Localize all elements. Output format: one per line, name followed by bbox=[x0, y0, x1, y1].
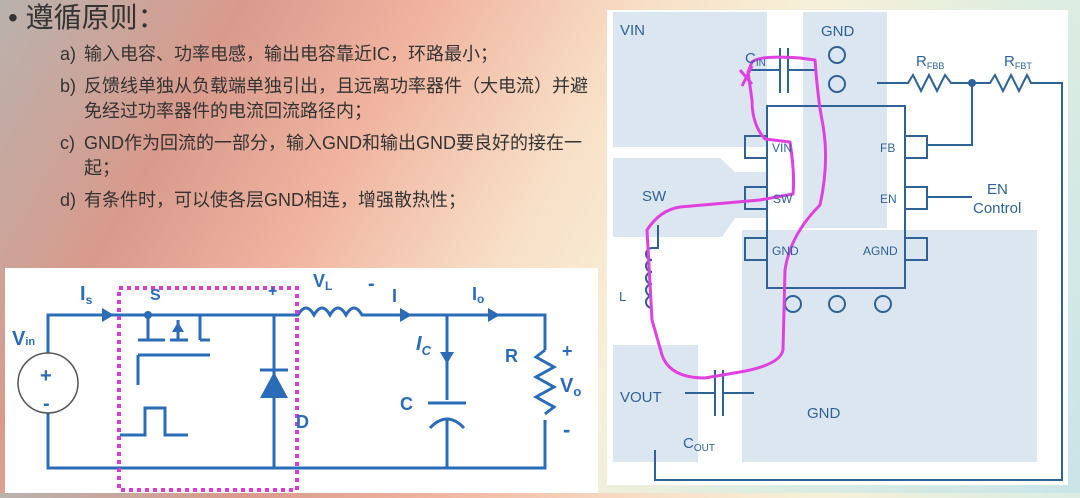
inductor bbox=[274, 306, 547, 350]
list-item: b) 反馈线单独从负载端单独引出，且远离功率器件（大电流）并避免经过功率器件的电流… bbox=[60, 74, 600, 124]
pin-label-agnd: AGND bbox=[863, 244, 898, 258]
label-minus-o: - bbox=[563, 417, 570, 442]
layout-panel: VIN GND CIN RFBB RFBT VIN SW GND FB EN A… bbox=[607, 10, 1068, 485]
label-vin: Vin bbox=[12, 328, 35, 350]
item-key: b) bbox=[60, 76, 77, 96]
cin-capacitor bbox=[748, 48, 815, 93]
pin-fb bbox=[904, 135, 928, 159]
capacitor bbox=[428, 315, 466, 468]
sw-pad bbox=[613, 158, 767, 237]
mosfet bbox=[136, 313, 274, 385]
label-cin: CIN bbox=[745, 50, 766, 69]
item-key: c) bbox=[60, 133, 75, 153]
label-c: C bbox=[400, 394, 413, 414]
list-item: a) 输入电容、功率电感，输出电容靠近IC，环路最小； bbox=[60, 42, 600, 67]
pin-label-fb: FB bbox=[880, 141, 895, 155]
switch-highlight-box bbox=[117, 286, 299, 492]
label-l: L bbox=[619, 289, 626, 304]
list-item: d) 有条件时，可以使各层GND相连，增强散热性； bbox=[60, 188, 600, 213]
label-i: I bbox=[392, 286, 397, 306]
pin-label-sw: SW bbox=[773, 192, 793, 206]
label-d: D bbox=[296, 412, 309, 432]
arrow-i bbox=[400, 308, 412, 322]
gnd-bottom-pad bbox=[742, 230, 1037, 462]
label-vl: VL bbox=[313, 271, 332, 293]
vin-source bbox=[17, 352, 79, 414]
label-rfbt: RFBT bbox=[1004, 53, 1032, 71]
item-text: 有条件时，可以使各层GND相连，增强散热性； bbox=[84, 190, 466, 210]
arrow-ic bbox=[440, 352, 454, 364]
gate-pulse bbox=[120, 406, 188, 437]
label-ic: IC bbox=[416, 333, 432, 358]
junction-dot bbox=[968, 79, 976, 87]
wire-bottom bbox=[46, 413, 547, 470]
current-loop-drawing bbox=[645, 55, 828, 380]
arrow-io bbox=[488, 308, 500, 322]
fb-wire bbox=[927, 83, 973, 146]
label-is: Is bbox=[80, 283, 93, 307]
label-en-control-1: EN bbox=[987, 181, 1008, 198]
wire-top-left bbox=[46, 313, 205, 353]
item-text: 反馈线单独从负载端单独引出，且远离功率器件（大电流）并避免经过功率器件的电流回流… bbox=[84, 76, 588, 121]
item-text: GND作为回流的一部分，输入GND和输出GND要良好的接在一起； bbox=[84, 133, 582, 178]
item-text: 输入电容、功率电感，输出电容靠近IC，环路最小； bbox=[84, 44, 498, 64]
label-rfbb: RFBB bbox=[916, 53, 944, 71]
label-plus-l: + bbox=[268, 283, 277, 300]
label-cout: COUT bbox=[683, 435, 715, 454]
pin-label-en: EN bbox=[880, 192, 897, 206]
feedback-network bbox=[654, 72, 1063, 481]
switch-node bbox=[144, 311, 152, 319]
label-plus-o: + bbox=[562, 341, 573, 361]
item-key: d) bbox=[60, 190, 77, 210]
pin-agnd bbox=[904, 237, 928, 261]
pin-en bbox=[904, 186, 928, 210]
label-vout: VOUT bbox=[620, 389, 662, 406]
label-vin-pad: VIN bbox=[620, 22, 645, 39]
label-s: S bbox=[150, 287, 161, 304]
label-vo: Vo bbox=[560, 375, 581, 399]
item-key: a) bbox=[60, 44, 77, 64]
pin-gnd bbox=[744, 237, 768, 261]
gnd-top-pad bbox=[803, 12, 887, 228]
vin-pad bbox=[613, 12, 767, 147]
label-minus-l: - bbox=[368, 273, 375, 295]
pin-label-gnd: GND bbox=[772, 244, 799, 258]
pin-vin bbox=[744, 135, 768, 159]
pcb-layout-diagram: VIN GND CIN RFBB RFBT VIN SW GND FB EN A… bbox=[613, 12, 1063, 481]
arrow-is bbox=[102, 308, 114, 322]
diode-triangle bbox=[260, 372, 288, 398]
via bbox=[828, 295, 846, 313]
label-io: Io bbox=[472, 284, 484, 306]
buck-circuit-diagram: Vin Is S + VL - I Io IC C R + Vo - D + - bbox=[12, 271, 581, 492]
slide-title: • 遵循原则： bbox=[8, 2, 166, 33]
vout-pad bbox=[613, 345, 698, 462]
principles-list: a) 输入电容、功率电感，输出电容靠近IC，环路最小； b) 反馈线单独从负载端单独… bbox=[60, 42, 600, 220]
resistor bbox=[532, 348, 558, 416]
source-minus: - bbox=[43, 393, 50, 415]
via bbox=[874, 295, 892, 313]
label-en-control-2: Control bbox=[973, 200, 1021, 217]
list-item: c) GND作为回流的一部分，输入GND和输出GND要良好的接在一起； bbox=[60, 131, 600, 181]
label-gnd-top: GND bbox=[821, 23, 855, 40]
cout-capacitor bbox=[685, 370, 754, 416]
via bbox=[828, 46, 846, 64]
pin-label-vin: VIN bbox=[772, 141, 792, 155]
buck-circuit-panel: Vin Is S + VL - I Io IC C R + Vo - D + - bbox=[5, 268, 598, 493]
mosfet-arrow bbox=[172, 322, 184, 332]
via bbox=[828, 75, 846, 93]
source-plus: + bbox=[40, 365, 52, 387]
label-gnd-bottom: GND bbox=[807, 405, 841, 422]
label-sw: SW bbox=[642, 188, 667, 205]
label-r: R bbox=[505, 346, 518, 366]
